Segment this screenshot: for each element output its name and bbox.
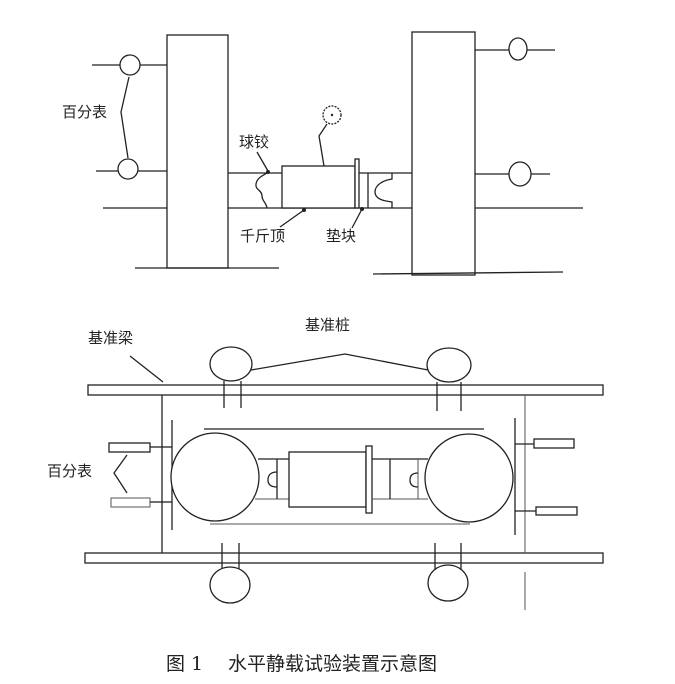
plan-left-ball-hinge: [267, 471, 278, 488]
right-dial-gauge-plan-top: [533, 438, 575, 449]
label-ball-hinge: 球铰: [239, 133, 269, 151]
jack-leader-dot: [302, 208, 306, 212]
label-jack: 千斤顶: [240, 227, 285, 245]
left-dial-gauge-bottom: [117, 158, 139, 180]
test-pile-right: [424, 433, 514, 523]
dial-gauge-leader-left: [120, 76, 130, 159]
right-pile: [411, 31, 476, 276]
plan-view: 基准桩 基准梁 百分表: [47, 316, 604, 610]
plan-jack: [288, 451, 367, 508]
label-shim-block: 垫块: [326, 227, 356, 245]
shim-block-leader: [351, 208, 363, 229]
left-pile: [166, 34, 229, 269]
right-ball-hinge: [374, 173, 393, 208]
shim-block-leader-dot: [360, 207, 364, 211]
label-dial-gauge-plan: 百分表: [47, 462, 92, 480]
pressure-gauge-pipe: [318, 123, 328, 167]
jack-leader: [279, 209, 305, 228]
reference-pile-top-right: [426, 347, 472, 383]
reference-pile-leader: [250, 353, 429, 371]
label-dial-gauge-elevation: 百分表: [62, 103, 107, 121]
reference-beam-bottom: [84, 552, 604, 564]
dial-gauge-leader-plan: [113, 454, 128, 494]
left-dial-gauge-plan-bottom: [110, 497, 151, 508]
reference-beam-leader: [129, 355, 164, 383]
plan-shim-block: [365, 445, 373, 514]
jack: [281, 165, 356, 209]
right-dial-gauge-plan-bottom: [535, 506, 578, 516]
right-ground-line: [372, 271, 564, 275]
caption-title: 水平静载试验装置示意图: [228, 653, 437, 675]
pressure-gauge-center: [330, 113, 334, 117]
label-reference-beam: 基准梁: [88, 329, 133, 347]
reference-pile-top-left: [209, 346, 253, 382]
left-dial-gauge-top: [119, 54, 141, 76]
label-reference-pile: 基准桩: [305, 316, 350, 334]
right-dial-gauge-top: [508, 37, 528, 61]
left-dial-gauge-plan-top: [108, 442, 151, 453]
plan-right-ball-hinge: [409, 472, 419, 488]
caption-number: 图 1: [166, 653, 203, 675]
reference-pile-bottom-right: [427, 564, 469, 602]
ball-hinge-leader: [256, 151, 269, 172]
figure-caption: 图 1 水平静载试验装置示意图: [166, 653, 437, 675]
reference-beam-top: [87, 384, 604, 396]
left-ball-hinge: [255, 172, 268, 209]
pressure-gauge: [322, 105, 342, 125]
test-pile-left: [170, 432, 260, 522]
reference-pile-bottom-left: [209, 566, 251, 604]
right-dial-gauge-bottom: [508, 161, 532, 187]
shim-block: [354, 158, 360, 209]
elevation-view: 百分表 球铰 千斤顶 垫块: [62, 31, 583, 276]
ball-hinge-leader-dot: [266, 170, 270, 174]
